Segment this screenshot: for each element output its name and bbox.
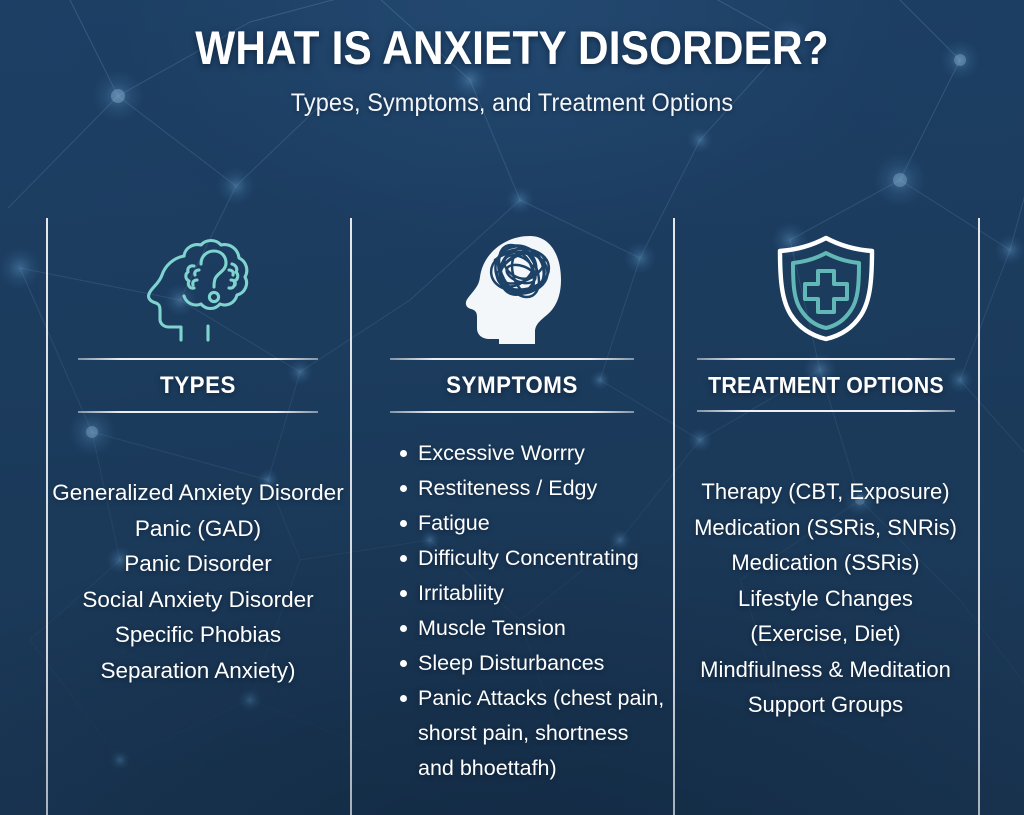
column-symptoms: SYMPTOMS Excessive Worrry Restiteness / … [350,218,673,815]
head-brain-question-icon [46,218,350,358]
list-item: Social Anxiety Disorder [82,586,314,612]
list-item: Generalized Anxiety Disorder [52,480,344,505]
heading-label: SYMPTOMS [445,372,578,399]
page-title: WHAT IS ANXIETY DISORDER? [195,21,829,74]
section-heading-types: TYPES [78,358,318,413]
list-item: Fatigue [400,506,667,541]
list-item: Restiteness / Edgy [400,471,667,506]
heading-rule-bottom [389,411,634,413]
shield-medical-cross-icon [673,218,978,358]
column-types: TYPES Generalized Anxiety Disorder Panic… [46,218,350,815]
treatment-list: Therapy (CBT, Exposure) Medication (SSRi… [673,474,978,723]
columns-container: TYPES Generalized Anxiety Disorder Panic… [0,218,1024,815]
column-treatment: TREATMENT OPTIONS Therapy (CBT, Exposure… [673,218,978,815]
heading-label: TREATMENT OPTIONS [707,372,944,398]
list-item: Medication (SSRis) [731,550,920,575]
header: WHAT IS ANXIETY DISORDER? Types, Symptom… [0,0,1024,118]
symptoms-list: Excessive Worrry Restiteness / Edgy Fati… [350,436,673,786]
heading-rule-bottom [78,411,318,413]
list-item: Panic (GAD) [134,515,262,541]
list-item: Muscle Tension [400,611,667,646]
heading-label: TYPES [160,372,236,399]
list-item: Mindfiulness & Meditation [700,656,951,682]
list-item: Support Groups [747,692,904,717]
list-item: Separation Anxiety) [100,657,296,683]
head-tangled-thoughts-icon [350,218,673,358]
section-heading-treatment: TREATMENT OPTIONS [696,358,955,412]
types-list: Generalized Anxiety Disorder Panic (GAD)… [46,475,350,688]
list-item: Lifestyle Changes [738,585,913,611]
page-subtitle: Types, Symptoms, and Treatment Options [290,88,734,117]
list-item: Panic Disorder [124,551,272,576]
list-item: Therapy (CBT, Exposure) [701,479,950,504]
list-item: Excessive Worrry [400,436,667,471]
list-item: Sleep Disturbances [400,646,667,681]
heading-rule-bottom [696,410,955,412]
list-item: (Exercise, Diet) [750,621,901,646]
list-item: Medication (SSRis, SNRis) [694,514,957,540]
list-item: Irritabliity [400,576,667,611]
list-item: Specific Phobias [114,622,282,647]
list-item: Difficulty Concentrating [400,541,667,576]
list-item: Panic Attacks (chest pain, shorst pain, … [400,681,667,786]
section-heading-symptoms: SYMPTOMS [389,358,634,413]
